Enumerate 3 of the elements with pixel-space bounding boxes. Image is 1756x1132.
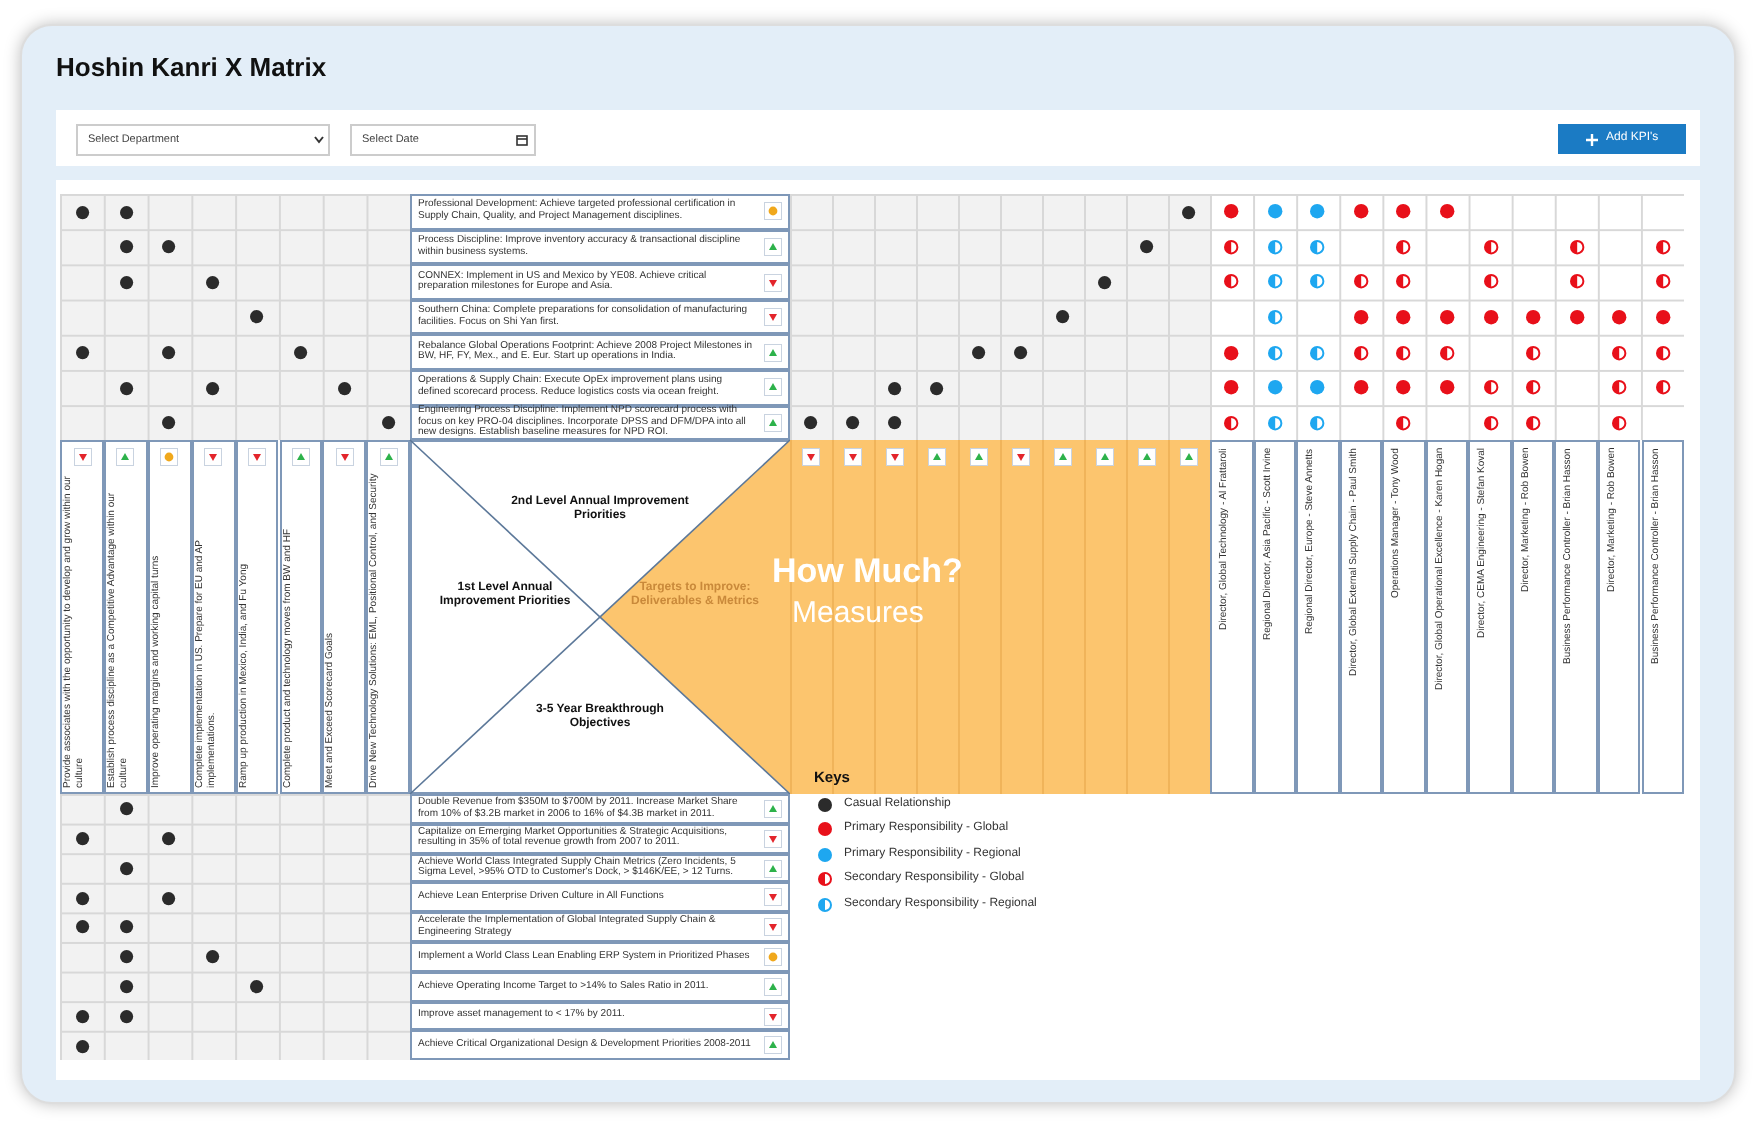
page-title: Hoshin Kanri X Matrix [56, 52, 327, 82]
section-subheading: Measures [792, 596, 924, 630]
section-heading: How Much? [772, 552, 963, 592]
